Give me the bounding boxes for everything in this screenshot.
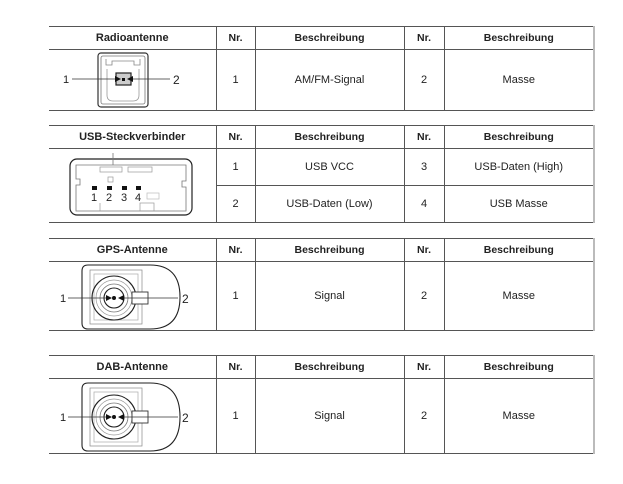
header-nr: Nr. [215,355,256,379]
header-description: Beschreibung [254,26,405,50]
pin-number: 2 [403,261,445,331]
pin-label: 2 [182,292,189,306]
pin-number: 1 [215,261,256,331]
header-nr: Nr. [215,26,256,50]
pin-label: 3 [121,192,127,204]
header-nr: Nr. [215,238,256,262]
gps-antenna-table: GPS-Antenne Nr. Beschreibung Nr. Beschre… [49,238,595,331]
header-nr: Nr. [403,355,445,379]
pin-label: 2 [182,411,189,425]
pin-label: 1 [91,192,97,204]
header-description: Beschreibung [254,355,405,379]
header-nr: Nr. [403,238,445,262]
radio-antenna-connector-icon: 1 2 [63,52,180,108]
pin-description: Signal [254,261,405,331]
table-row: 2 USB-Daten (Low) 4 USB Masse [49,185,595,223]
pin-description: Masse [443,378,595,454]
table-row: 1 2 1 Signal 2 Masse [49,378,595,454]
radio-antenna-table: Radioantenne Nr. Beschreibung Nr. Beschr… [49,26,595,111]
pin-label: 2 [106,192,112,204]
header-nr: Nr. [403,26,445,50]
pin-label: 4 [135,192,141,204]
pin-description: Masse [443,261,595,331]
header-description: Beschreibung [254,238,405,262]
connector-diagram-cell: 1 2 [49,378,217,454]
header-description: Beschreibung [254,125,405,149]
pin-number: 2 [403,49,445,111]
header-description: Beschreibung [443,355,595,379]
table-row: 1 2 3 4 1 USB VCC 3 USB-Daten (High) [49,148,595,223]
table-row: 1 2 1 Signal 2 Masse [49,261,595,331]
header-description: Beschreibung [443,238,595,262]
pin-label: 1 [60,412,66,424]
dab-antenna-connector-icon: 1 2 [60,382,189,452]
table-row: 1 2 1 AM/FM-Signal 2 Masse [49,49,595,111]
pin-number: 1 [215,148,256,186]
pin-number: 1 [215,378,256,454]
gps-antenna-connector-icon: 1 2 [60,264,189,330]
pin-number: 4 [403,185,445,223]
usb-connector-table: USB-Steckverbinder Nr. Beschreibung Nr. … [49,125,595,223]
header-nr: Nr. [403,125,445,149]
pin-number: 2 [403,378,445,454]
connector-title: DAB-Antenne [49,355,217,379]
connector-title: Radioantenne [49,26,217,50]
header-description: Beschreibung [443,26,595,50]
pin-label: 1 [60,293,66,305]
pin-description: Signal [254,378,405,454]
header-nr: Nr. [215,125,256,149]
pin-description: USB-Daten (Low) [254,185,405,223]
pin-label: 2 [173,73,180,87]
pin-description: Masse [443,49,595,111]
pin-number: 2 [216,185,256,223]
pin-description: USB VCC [254,148,405,186]
usb-connector-icon: 1 2 3 4 [69,152,193,216]
connector-diagram-cell: 1 2 3 4 [49,148,217,223]
connector-diagram-cell: 1 2 [49,49,217,111]
connector-title: GPS-Antenne [49,238,217,262]
header-description: Beschreibung [443,125,595,149]
connector-diagram-cell: 1 2 [49,261,217,331]
pin-label: 1 [63,74,69,86]
pin-description: AM/FM-Signal [254,49,405,111]
pin-number: 1 [215,49,256,111]
pin-description: USB Masse [443,185,595,223]
pin-number: 3 [403,148,445,186]
pin-description: USB-Daten (High) [443,148,595,186]
dab-antenna-table: DAB-Antenne Nr. Beschreibung Nr. Beschre… [49,355,595,454]
connector-title: USB-Steckverbinder [49,125,217,149]
